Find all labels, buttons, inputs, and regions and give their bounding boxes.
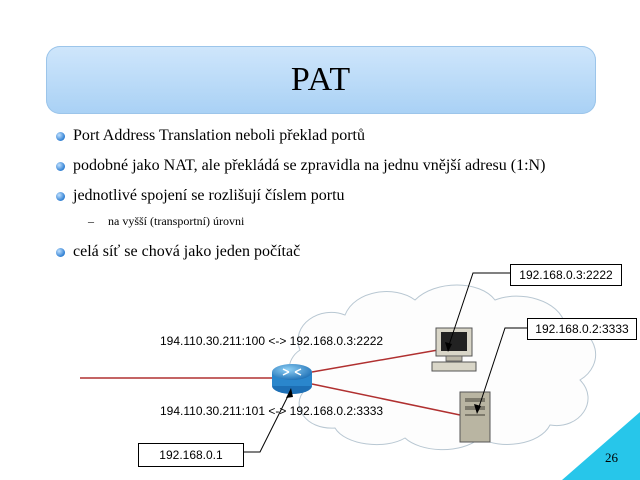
bullet-dot-icon xyxy=(56,131,65,141)
bullet-item: jednotlivé spojení se rozlišují číslem p… xyxy=(56,187,345,205)
callout-server xyxy=(477,327,527,411)
bullet-item: podobné jako NAT, ale překládá se zpravi… xyxy=(56,157,545,175)
bullet-item: celá síť se chová jako jeden počítač xyxy=(56,243,300,261)
bullet-dot-icon xyxy=(56,161,65,171)
callout-pc xyxy=(447,272,510,349)
sub-bullet-dash: – xyxy=(88,214,94,228)
page-number: 26 xyxy=(605,450,618,465)
pc-address-box: 192.168.0.3:2222 xyxy=(510,264,622,286)
mapping-bottom-label: 194.110.30.211:101 <-> 192.168.0.2:3333 xyxy=(160,404,384,418)
sub-bullet-text: na vyšší (transportní) úrovni xyxy=(108,214,245,228)
callout-router xyxy=(244,391,291,453)
slide-title: PAT xyxy=(290,61,352,98)
bullet-item: Port Address Translation neboli překlad … xyxy=(56,127,365,145)
bullet-dot-icon xyxy=(56,191,65,201)
router-icon xyxy=(272,364,312,394)
bullet-text: Port Address Translation neboli překlad … xyxy=(73,127,365,144)
bullet-text: jednotlivé spojení se rozlišují číslem p… xyxy=(73,187,345,204)
bullet-text: celá síť se chová jako jeden počítač xyxy=(73,243,301,260)
link-to-server xyxy=(311,383,461,416)
pc-icon xyxy=(431,327,477,372)
mapping-top-label: 194.110.30.211:100 <-> 192.168.0.3:2222 xyxy=(160,334,384,348)
title-banner: PAT xyxy=(46,46,596,114)
server-icon xyxy=(459,391,491,443)
server-address-box: 192.168.0.2:3333 xyxy=(527,318,637,340)
corner-decoration xyxy=(562,412,640,480)
bullet-dot-icon xyxy=(56,247,65,257)
link-to-pc xyxy=(311,349,439,373)
bullet-text: podobné jako NAT, ale překládá se zpravi… xyxy=(73,157,546,174)
router-address-box: 192.168.0.1 xyxy=(138,443,244,467)
sub-bullet-item: –na vyšší (transportní) úrovni xyxy=(88,214,244,229)
